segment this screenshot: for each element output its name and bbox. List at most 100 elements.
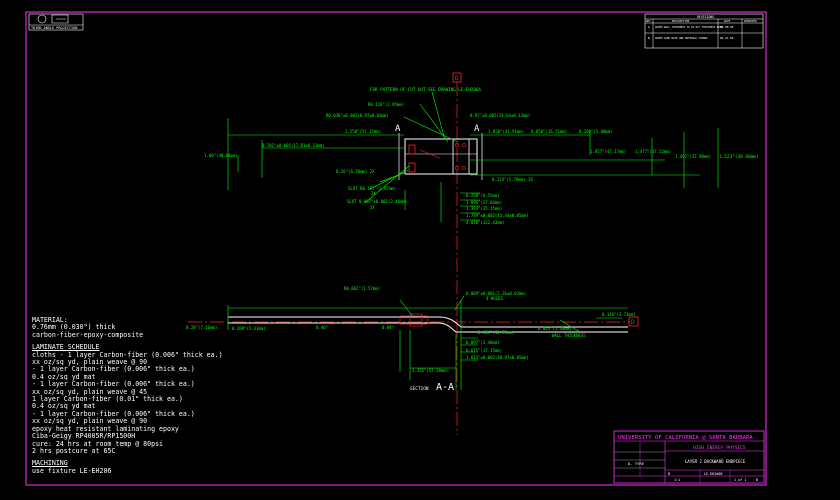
dim-slot-r: SLOT R0.105"(2.67mm) — [348, 186, 396, 191]
dim-0209: 0.209"(5.31mm) — [232, 326, 266, 331]
revision-table-title: REVISIONS — [697, 15, 714, 19]
section-view — [228, 313, 628, 333]
wall-thickness: WALL THICKNESS — [552, 333, 586, 338]
rev-b-desc: ADDED CURE NOTE AND MATERIAL CHANGE — [655, 36, 708, 40]
dim-0258: 0.258"(6.55mm) — [466, 193, 500, 198]
sheet-number: 1 of 1 — [734, 478, 746, 482]
laminate-line: xx oz/sq yd, plain weave @ 90 — [32, 358, 148, 367]
dim-slot-w: SLOT 0.097"±0.001(2.46mm) — [347, 199, 407, 204]
section-mark-right: A — [474, 124, 480, 134]
datum-d-top-label: D — [455, 75, 459, 82]
dim-0650: 0.650"(16.51mm) — [531, 129, 567, 134]
rev-b-date: 06-21-06 — [720, 36, 734, 40]
rev-col: REV — [646, 19, 651, 23]
dim-slot-w-2x: 2X — [370, 205, 375, 210]
datum-d-top — [452, 72, 462, 83]
projection-symbol: THIRD ANGLE PROJECTION — [28, 13, 84, 31]
hole-3 — [455, 166, 459, 170]
hole-1 — [455, 143, 459, 147]
dim-1492: 1.492"(37.90mm) — [675, 154, 711, 159]
rev-b: B — [648, 36, 650, 40]
dim-b3: 0.675"(17.15mm) — [466, 348, 502, 353]
laminate-line: cloths - 1 layer Carbon-fiber (0.006" th… — [32, 350, 223, 359]
laminate-line: epoxy heat resistant laminating epoxy — [32, 424, 179, 433]
dim-1650: 1.650"(41.91mm) — [488, 129, 524, 134]
part-title: LAYER 2 BACKWARD ENDPIECE — [685, 459, 746, 464]
laminate-line: 0.4 oz/sq yd mat — [32, 372, 96, 381]
approved-col: APPROVED — [744, 19, 757, 23]
laminate-line: xx oz/sq yd, plain weave @ 45 — [32, 387, 148, 396]
dim-1477: 1.477"(37.52mm) — [635, 149, 671, 154]
datum-d-right — [628, 316, 639, 327]
dim-slot-r-2x: 2X — [371, 191, 376, 196]
slot-top — [408, 144, 416, 155]
drawing-number: LE-EH206B — [704, 472, 722, 476]
datum-d-right-label: D — [631, 319, 635, 326]
dim-026: 0.26"(6.70mm) 2X — [336, 169, 375, 174]
material-line-1: 0.76mm (0.030") thick — [32, 323, 116, 332]
material-line-2: carbon-fiber-epoxy-composite — [32, 330, 144, 339]
laminate-title: LAMINATE SCHEDULE — [32, 343, 100, 352]
dim-0701: 0.701"±0.005(17.81±0.13mm) — [262, 143, 325, 148]
university-name: UNIVERSITY OF CALIFORNIA @ SANTA BARBARA — [618, 435, 753, 441]
plan-view: A A — [395, 124, 483, 180]
revision-table: REVISIONS REV DESCRIPTION DATE APPROVED … — [644, 13, 764, 49]
dim-0224: 0.224"(5.70mm) 2X — [492, 177, 534, 182]
dim-b1: 0.454"(11.53mm) — [478, 330, 514, 335]
laminate-line: xx oz/sq yd, plain weave @ 90 — [32, 417, 148, 426]
dim-r0116: R0.116"(2.95mm) — [368, 102, 404, 107]
dim-1789: 1.789"±0.002(45.44±0.05mm) — [466, 213, 529, 218]
revision: B — [756, 478, 758, 482]
laminate-line: - 1 layer Carbon-fiber (0.006" thick ea.… — [32, 380, 195, 389]
laminate-line: 1 layer Carbon-fiber (0.01" thick ea.) — [32, 395, 183, 404]
section-dimension-lines — [227, 295, 628, 390]
dim-040: 0.40" — [316, 325, 328, 330]
scale: 1:1 — [674, 478, 680, 482]
rev-a-date: 06-08-06 — [720, 25, 734, 29]
section-profile — [228, 316, 628, 333]
dim-b4: 1.613"±0.002(40.97±0.05mm) — [466, 355, 529, 360]
dim-holes: 0.089"±0.001(2.26±0.03mm) — [466, 291, 526, 296]
laminate-line: Ciba-Geigy RP4005R/RP1500H — [32, 432, 136, 441]
dim-b5: 2.255"(57.28mm) — [412, 368, 448, 373]
rev-a: A — [648, 25, 650, 29]
dim-b2: 0.097"(2.46mm) — [466, 340, 500, 345]
dim-2250: 2.250"(57.15mm) — [345, 129, 381, 134]
department-name: HIGH ENERGY PHYSICS — [693, 445, 746, 451]
slot-bottom — [408, 162, 416, 173]
dim-0055: 0.055"(1.40mm) — [538, 326, 572, 331]
laminate-line: 2 hrs postcure at 65C — [32, 446, 116, 455]
plan-dimension-text: FOR PATTERN OF CUT OUT SEE DRAWING LE-EH… — [204, 87, 759, 225]
dim-r0062: R0.062"(1.57mm) — [344, 286, 380, 291]
laminate-line: 0.4 oz/sq yd mat — [32, 402, 96, 411]
drawn-by: D. TYRE — [628, 461, 645, 466]
dim-4holes: 4 HOLES — [486, 296, 503, 301]
sheet-size: B — [668, 472, 670, 476]
dim-1857: 1.857"(47.17mm) — [590, 149, 626, 154]
hole-2 — [462, 143, 466, 147]
hole-4 — [462, 166, 466, 170]
dim-r0038: R0.038"±0.001(0.97±0.03mm) — [326, 113, 389, 118]
rev-a-desc: ADDED WALL THICKNESS TO 2X PLY THICKNESS… — [655, 25, 723, 29]
dim-028: 0.28"(7.16mm) — [186, 325, 217, 330]
dim-1384: 1.384"(35.15mm) — [466, 206, 502, 211]
section-mark-left: A — [395, 124, 401, 134]
dim-1096: 1.096"(27.84mm) — [466, 200, 502, 205]
laminate-line: - 1 layer Carbon-fiber (0.006" thick ea.… — [32, 409, 195, 418]
machining-line: use fixture LE-EH206 — [32, 466, 112, 475]
sheet-border — [25, 11, 767, 486]
desc-col: DESCRIPTION — [672, 19, 690, 23]
machining-title: MACHINING — [32, 459, 68, 468]
date-col: DATE — [724, 19, 731, 23]
section-dimension-text: R0.062"(1.57mm) 0.089"±0.001(2.26±0.03mm… — [186, 286, 636, 393]
dim-4820: 4.820"(122.43mm) — [466, 220, 505, 225]
plan-dimension-lines — [227, 91, 719, 222]
title-block: UNIVERSITY OF CALIFORNIA @ SANTA BARBARA… — [613, 430, 765, 484]
part-pocket — [452, 138, 470, 175]
dim-1523: 1.523"(38.68mm) — [719, 154, 759, 160]
laminate-line: cure: 24 hrs at room temp @ 80psi — [32, 439, 164, 448]
laminate-line: - 1 layer Carbon-fiber (0.006" thick ea.… — [32, 365, 195, 374]
material-title: MATERIAL: — [32, 316, 68, 324]
